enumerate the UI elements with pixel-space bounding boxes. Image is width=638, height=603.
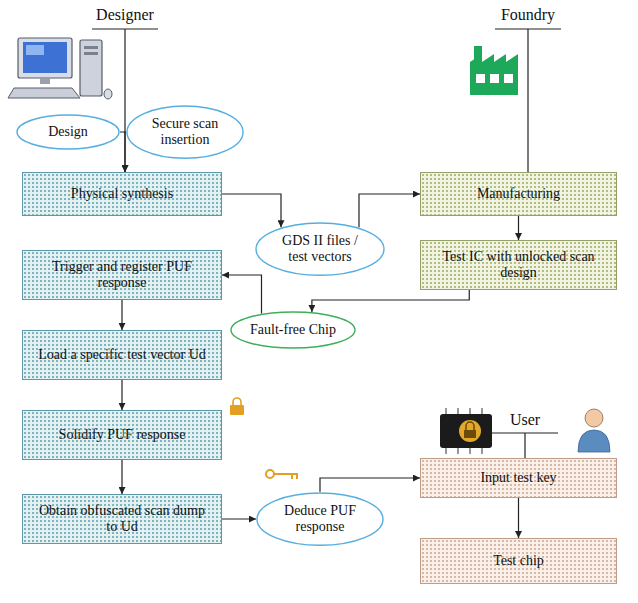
- role-label: Designer: [65, 6, 185, 24]
- locked-chip-icon: [440, 408, 492, 454]
- process-box: Obtain obfuscated scan dump to Ud: [22, 494, 222, 544]
- node-text: Obtain obfuscated scan dump to Ud: [34, 503, 210, 535]
- process-box: Test chip: [420, 538, 617, 584]
- process-box: Load a specific test vector Ud: [22, 330, 222, 380]
- factory-icon: [470, 46, 518, 95]
- node-text: Design: [48, 124, 88, 140]
- node-text: Physical synthesis: [71, 186, 173, 202]
- flow-arrow: [312, 290, 469, 312]
- ellipse-shape: [256, 223, 384, 275]
- process-box: Test IC with unlocked scan design: [420, 240, 617, 290]
- role-line: [124, 29, 125, 132]
- node-text: Fault-free Chip: [250, 322, 336, 338]
- flow-arrow: [359, 194, 420, 227]
- person-icon: [578, 409, 610, 452]
- data-ellipse: Fault-free Chip: [230, 311, 356, 349]
- process-box: Manufacturing: [420, 172, 617, 216]
- node-text: Test IC with unlocked scan design: [432, 249, 605, 281]
- flow-arrow: [222, 518, 256, 519]
- computer-icon: [8, 38, 112, 99]
- flow-arrow: [121, 300, 122, 330]
- process-box: Physical synthesis: [22, 172, 222, 216]
- flow-arrow: [121, 460, 122, 494]
- data-ellipse: Secure scan insertion: [126, 105, 244, 159]
- ellipse-shape: [17, 115, 119, 149]
- node-text: Test chip: [493, 553, 544, 569]
- ellipse-shape: [231, 312, 355, 348]
- data-ellipse: GDS II files / test vectors: [255, 222, 385, 276]
- role-label: Foundry: [468, 6, 588, 24]
- node-text: Input test key: [480, 470, 556, 486]
- node-text: Trigger and register PUF response: [34, 259, 210, 291]
- flow-arrow: [125, 132, 126, 172]
- flow-arrow: [222, 275, 262, 314]
- node-text: Solidify PUF response: [59, 427, 186, 443]
- process-box: Input test key: [420, 458, 617, 498]
- flow-arrow: [120, 132, 125, 172]
- flow-arrow: [320, 478, 420, 492]
- node-text: Secure scan insertion: [141, 116, 228, 148]
- flow-arrow: [121, 380, 122, 410]
- process-box: Trigger and register PUF response: [22, 250, 222, 300]
- node-text: Deduce PUF response: [273, 503, 368, 535]
- ellipse-shape: [257, 493, 383, 545]
- data-ellipse: Deduce PUF response: [256, 492, 384, 546]
- process-box: Solidify PUF response: [22, 410, 222, 460]
- ellipse-shape: [127, 106, 243, 158]
- node-text: GDS II files / test vectors: [272, 233, 368, 265]
- flow-arrow: [518, 498, 519, 538]
- key-icon: [266, 470, 298, 479]
- flow-arrow: [222, 194, 281, 227]
- node-text: Load a specific test vector Ud: [38, 347, 206, 363]
- role-line: [527, 29, 528, 172]
- flow-arrow: [518, 216, 519, 240]
- data-ellipse: Design: [16, 114, 120, 150]
- lock-icon: [230, 398, 244, 415]
- role-line: [524, 433, 525, 458]
- node-text: Manufacturing: [477, 186, 560, 202]
- role-label: User: [465, 411, 585, 429]
